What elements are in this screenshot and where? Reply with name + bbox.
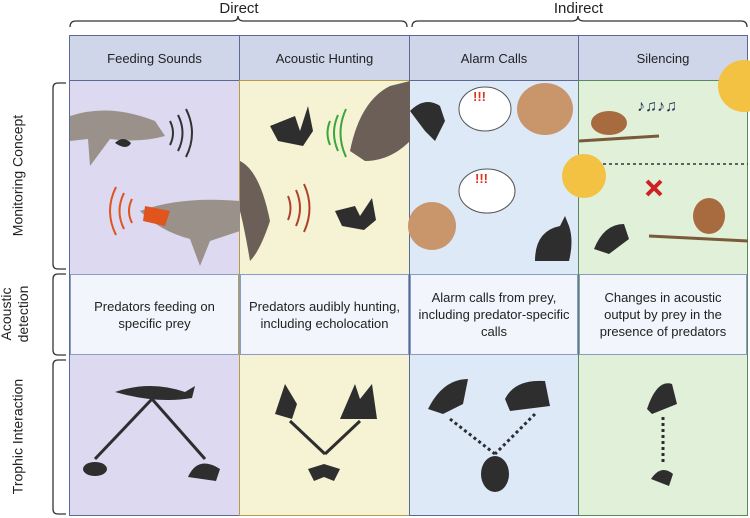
sound-waves-icon: [109, 186, 133, 236]
muted-icon: [645, 179, 663, 197]
moth-icon: [335, 198, 376, 230]
sparrow-icon: [693, 198, 725, 234]
sun-icon: [718, 60, 750, 112]
alarm-calls-illustration: !!! !!!: [408, 83, 573, 261]
sound-waves-icon: [287, 183, 311, 233]
group-label-indirect: Indirect: [553, 0, 604, 17]
header-alarm-calls: Alarm Calls: [409, 35, 579, 81]
group-label-direct: Direct: [219, 0, 259, 17]
speech-bubble: [458, 168, 516, 214]
shark-icon: [70, 110, 165, 166]
sparrow-icon: [651, 470, 673, 486]
moth-icon: [270, 106, 313, 146]
detection-silencing: Changes in acoustic output by prey in th…: [579, 274, 747, 355]
alarm-mark: !!!: [475, 171, 488, 186]
monkey-icon: [481, 456, 509, 492]
prey-icon: [143, 206, 170, 226]
silencing-illustration: ♪♫♪♫: [562, 60, 750, 254]
hawk-icon: [594, 224, 629, 254]
trophic-silencing: [647, 383, 677, 486]
music-notes-icon: ♪♫♪♫: [637, 98, 677, 115]
bat-icon: [275, 384, 297, 419]
shark-icon: [115, 386, 195, 400]
crab-icon: [115, 139, 131, 147]
sun-icon: [562, 154, 606, 198]
moth-icon: [308, 464, 340, 481]
trophic-acoustic-hunting: [275, 384, 377, 481]
speech-bubble: [458, 86, 512, 132]
monkey-icon: [408, 202, 456, 250]
header-feeding-sounds: Feeding Sounds: [69, 35, 240, 81]
eagle-icon: [410, 102, 445, 141]
monkey-icon: [517, 83, 573, 135]
mollusc-icon: [188, 463, 220, 481]
bat-icon: [350, 81, 410, 161]
detection-alarm-calls: Alarm calls from prey, including predato…: [410, 274, 578, 355]
row-label-acoustic-detection-text: Acoustic detection: [0, 285, 31, 343]
branch-icon: [648, 234, 749, 243]
branch-icon: [578, 134, 660, 143]
sound-waves-icon: [169, 108, 193, 158]
feeding-sounds-illustration: [70, 108, 240, 266]
bat-icon: [240, 161, 270, 261]
crab-icon: [83, 462, 107, 476]
bat-icon: [340, 384, 377, 419]
row-label-trophic-interaction: Trophic Interaction: [9, 378, 26, 495]
trophic-alarm-calls: [428, 379, 550, 492]
alarm-mark: !!!: [473, 89, 486, 104]
header-acoustic-hunting: Acoustic Hunting: [239, 35, 410, 81]
sound-waves-icon: [326, 108, 347, 158]
group-brackets: [69, 15, 748, 28]
row-brackets: [52, 82, 66, 515]
eagle-icon: [428, 379, 468, 414]
row-label-acoustic-detection: Acoustic detection: [0, 264, 32, 364]
cat-icon: [535, 216, 572, 261]
trophic-feeding-sounds: [83, 386, 220, 481]
header-silencing: Silencing: [578, 35, 748, 81]
detection-feeding-sounds: Predators feeding on specific prey: [70, 274, 239, 355]
acoustic-hunting-illustration: [240, 81, 410, 261]
cat-icon: [505, 380, 550, 411]
row-label-monitoring-concept: Monitoring Concept: [9, 114, 26, 237]
hawk-icon: [647, 383, 677, 414]
sparrow-icon: [591, 111, 627, 135]
detection-acoustic-hunting: Predators audibly hunting, including ech…: [240, 274, 409, 355]
